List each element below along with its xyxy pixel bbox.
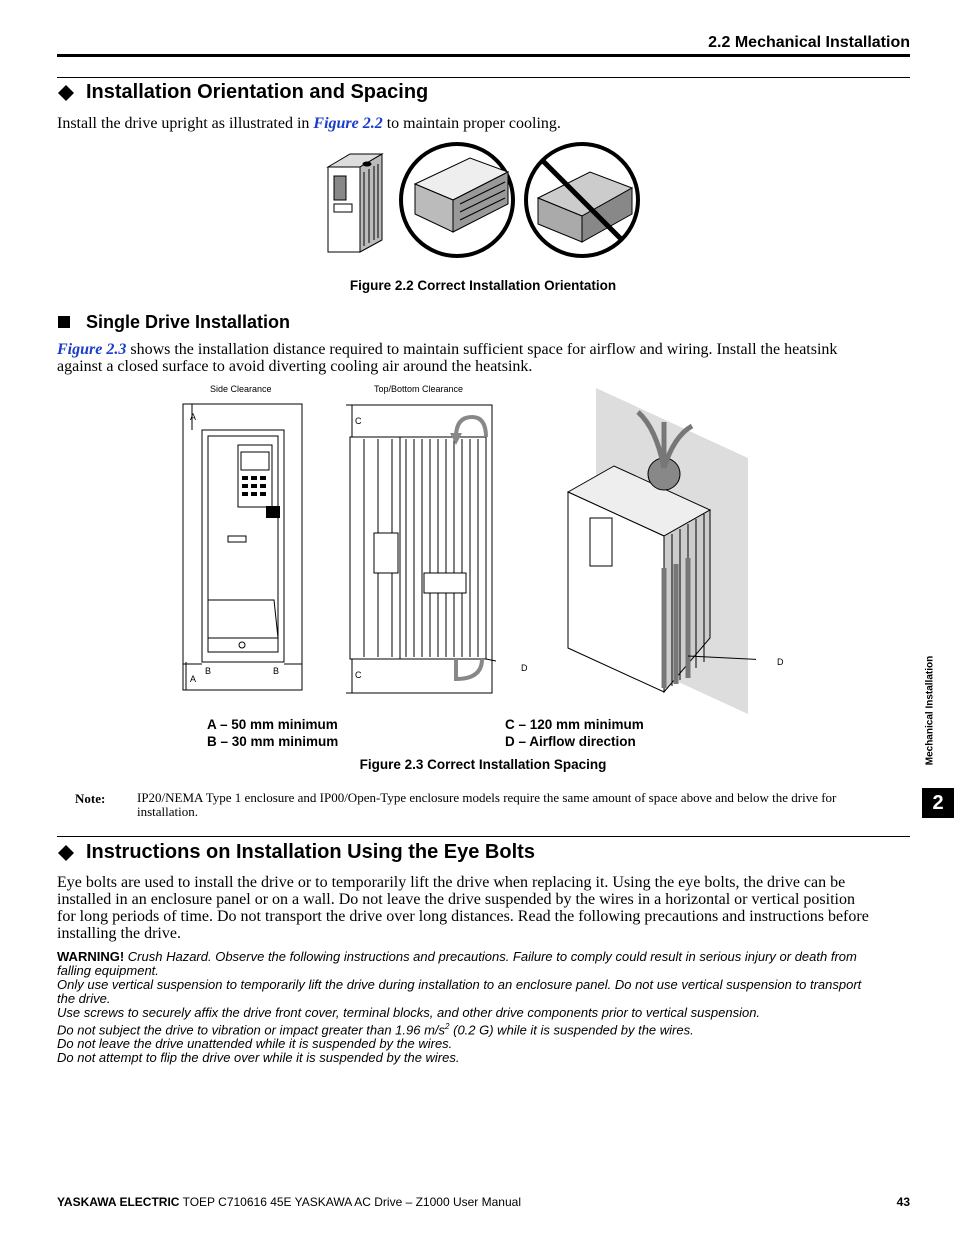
side-clearance-label: Side Clearance [210,384,272,394]
subsection-heading-single-drive: Single Drive Installation [86,312,291,332]
legend-a: A – 50 mm minimum [207,717,338,732]
footer-text: YASKAWA ELECTRIC TOEP C710616 45E YASKAW… [57,1195,521,1209]
dimension-label-c-top: C [355,416,362,426]
section-heading-orientation: Installation Orientation and Spacing [86,81,429,103]
figure-2-3-link[interactable]: Figure 2.3 [57,341,127,358]
dimension-label-b-right: B [273,666,280,676]
dimension-label-d-center: D [521,663,528,673]
legend-left: A – 50 mm minimum B – 30 mm minimum [207,716,338,750]
figure-2-2-link[interactable]: Figure 2.2 [313,115,383,132]
top-bottom-clearance-label: Top/Bottom Clearance [374,384,464,394]
eye-bolts-paragraph: Eye bolts are used to install the drive … [57,874,869,942]
warning-line-3: Only use vertical suspension to temporar… [57,977,862,992]
eye-bolts-line-4: installing the drive. [57,925,181,942]
intro-text-before: Install the drive upright as illustrated… [57,115,314,132]
eye-bolts-line-3: for long periods of time. Do not transpo… [57,908,869,925]
figure-2-3-caption: Figure 2.3 Correct Installation Spacing [359,757,607,772]
note-line-1: IP20/NEMA Type 1 enclosure and IP00/Open… [137,790,837,805]
footer-brand: YASKAWA ELECTRIC [57,1195,180,1209]
upright-drive-illustration [326,153,384,253]
airflow-diagram [566,388,756,714]
single-drive-paragraph: Figure 2.3 shows the installation distan… [57,341,917,375]
warning-line-8: Do not attempt to flip the drive over wh… [57,1050,460,1066]
dimension-label-c-bottom: C [355,670,362,680]
single-drive-line-1: shows the installation distance required… [126,341,838,358]
horizontal-drive-illustration [399,142,515,258]
footer-doc: TOEP C710616 45E YASKAWA AC Drive – Z100… [179,1195,521,1209]
warning-block: WARNING! Crush Hazard. Observe the follo… [57,950,861,1065]
section-rule-2 [57,836,910,837]
intro-text-after: to maintain proper cooling. [382,115,561,132]
dimension-label-d-right: D [777,657,784,667]
warning-vibration-before: Do not subject the drive to vibration or… [57,1022,446,1038]
legend-right: C – 120 mm minimum D – Airflow direction [505,716,644,750]
legend-b: B – 30 mm minimum [207,734,339,749]
note-text: IP20/NEMA Type 1 enclosure and IP00/Open… [137,791,836,819]
legend-d: D – Airflow direction [505,734,636,749]
dimension-label-a-bottom: A [190,674,197,684]
warning-line-5: Use screws to securely affix the drive f… [57,1005,761,1020]
dimension-label-a-top: A [190,412,197,422]
warning-label: WARNING! [57,949,125,964]
warning-line-4: the drive. [57,991,111,1006]
orientation-figure [326,142,640,258]
note-line-2: installation. [137,804,199,819]
diamond-icon [57,844,75,867]
warning-vibration-sup: 2 [445,1022,450,1031]
eye-bolts-line-2: installed in an enclosure panel or on a … [57,891,855,908]
section-rule-1 [57,77,910,78]
chapter-tab[interactable]: 2 [922,788,954,818]
diamond-icon [57,84,75,107]
chapter-number: 2 [932,792,944,814]
header-rule [57,54,910,57]
figure-2-2-caption: Figure 2.2 Correct Installation Orientat… [349,278,617,293]
prohibited-orientation-illustration [524,142,640,258]
warning-line-7: Do not leave the drive unattended while … [57,1036,453,1052]
side-clearance-diagram [182,403,303,691]
page-number: 43 [896,1195,910,1209]
warning-line-1: Crush Hazard. Observe the following inst… [124,949,857,964]
eye-bolts-line-1: Eye bolts are used to install the drive … [57,874,846,891]
section-heading-eye-bolts: Instructions on Installation Using the E… [86,841,535,863]
warning-line-2: falling equipment. [57,963,159,978]
warning-line-6: Do not subject the drive to vibration or… [57,1020,861,1037]
top-bottom-clearance-diagram [346,404,496,694]
running-header: 2.2 Mechanical Installation [708,34,910,51]
intro-paragraph: Install the drive upright as illustrated… [57,115,561,132]
square-bullet-icon [58,316,70,328]
side-tab-label: Mechanical Installation [924,655,936,766]
note-label: Note: [75,791,106,806]
warning-vibration-after: (0.2 G) while it is suspended by the wir… [449,1022,694,1038]
dimension-label-b-left: B [205,666,212,676]
legend-c: C – 120 mm minimum [505,717,644,732]
single-drive-line-2: against a closed surface to avoid divert… [57,358,533,375]
